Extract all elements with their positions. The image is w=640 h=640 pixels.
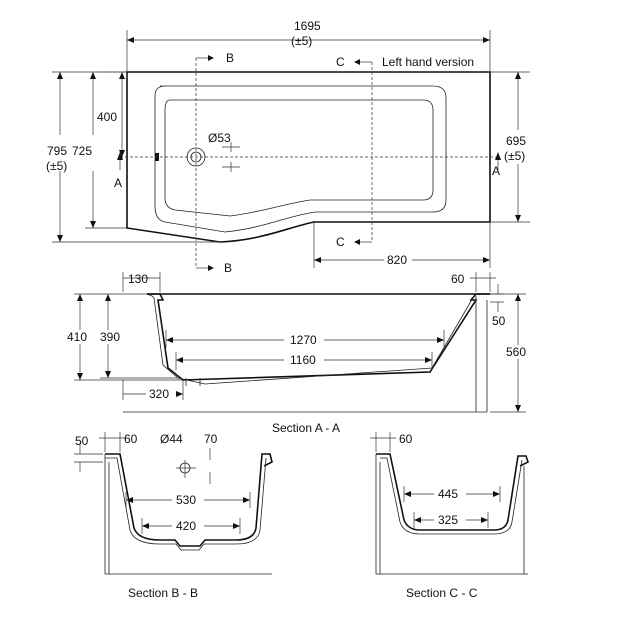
section-cc-inner-shell (380, 457, 523, 535)
version-label: Left hand version (382, 55, 474, 69)
dim-400-label: 400 (97, 110, 117, 124)
marker-c-bottom: C (336, 235, 345, 249)
b-arrow-bottom (208, 265, 214, 271)
c-arrow-top (354, 59, 360, 65)
dim-60-label: 60 (451, 272, 465, 286)
bb-dim-420-label: 420 (176, 519, 196, 533)
dim-795-label: 795 (47, 144, 67, 158)
bb-dim-70-label: 70 (204, 432, 218, 446)
b-arrow-top (208, 55, 214, 61)
marker-b-bottom: B (224, 261, 232, 275)
bb-dim-530-label: 530 (176, 493, 196, 507)
c-arrow-bottom (354, 239, 360, 245)
dim-410-label: 410 (67, 330, 87, 344)
dim-130-label: 130 (128, 272, 148, 286)
a-arrow-left (117, 152, 123, 160)
bb-dim-60-label: 60 (124, 432, 138, 446)
dim-50-label: 50 (492, 314, 506, 328)
marker-a-right: A (492, 164, 500, 178)
dim-1160-label: 1160 (290, 353, 316, 367)
bb-dim-50-label: 50 (75, 434, 89, 448)
cc-dim-325-label: 325 (438, 513, 458, 527)
dim-820-label: 820 (387, 253, 407, 267)
a-arrow-right (495, 152, 501, 160)
plan-view: B B C C A A Ø53 1695 (±5) Left hand vers… (36, 19, 535, 275)
plan-outer-outline (126, 71, 491, 243)
section-c-c: 60 445 325 Section C - C (370, 432, 529, 600)
marker-b-top: B (226, 51, 234, 65)
plan-inner-basin (164, 99, 434, 217)
section-cc-title: Section C - C (406, 586, 478, 600)
dim-725-label: 725 (72, 144, 92, 158)
dim-height-tol: (±5) (46, 159, 67, 173)
dim-320-label: 320 (149, 387, 169, 401)
section-cc-outer-shell (376, 453, 529, 531)
dim-1270-label: 1270 (290, 333, 317, 347)
section-bb-title: Section B - B (128, 586, 198, 600)
marker-a-left: A (114, 176, 122, 190)
dim-1695-label: 1695 (294, 19, 321, 33)
dim-695-tol: (±5) (504, 149, 525, 163)
section-bb-inner-shell (105, 457, 267, 551)
bb-dim-44-label: Ø44 (160, 432, 183, 446)
dim-560-label: 560 (506, 345, 526, 359)
dim-390-label: 390 (100, 330, 120, 344)
cc-dim-60-label: 60 (399, 432, 413, 446)
section-aa-title: Section A - A (272, 421, 340, 435)
plan-inner-rim (154, 85, 447, 233)
dim-695-label: 695 (506, 134, 526, 148)
section-b-b: 50 60 Ø44 70 530 420 Section B - B (74, 432, 273, 600)
marker-c-top: C (336, 55, 345, 69)
waste-diameter-label: Ø53 (208, 131, 231, 145)
dim-1695-tol: (±5) (291, 34, 312, 48)
section-bb-outer-shell (105, 453, 273, 547)
section-a-a: 130 60 410 390 1270 11 (64, 272, 532, 435)
cc-dim-445-label: 445 (438, 487, 458, 501)
